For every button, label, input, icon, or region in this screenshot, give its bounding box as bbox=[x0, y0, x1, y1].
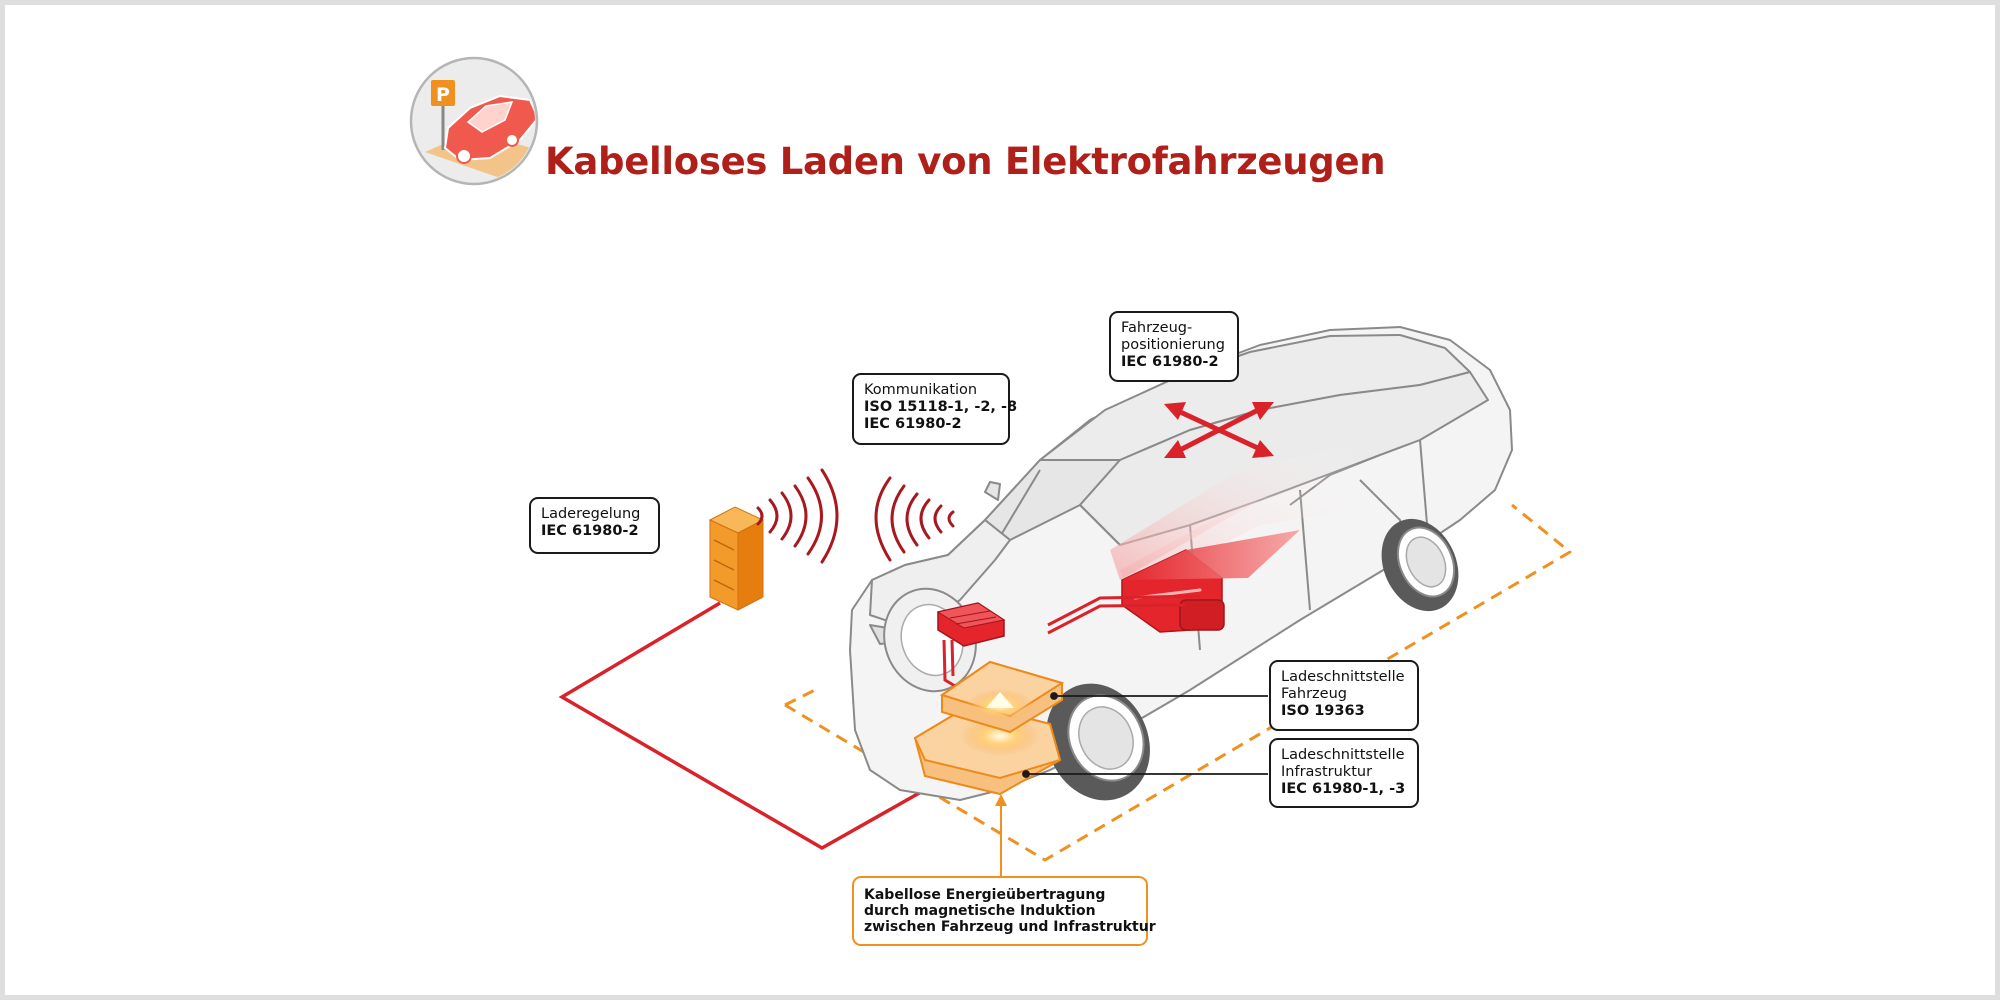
positioning-arrows-icon bbox=[1164, 402, 1274, 458]
label-positionierung-line-2: positionierung bbox=[1121, 337, 1225, 353]
label-energieuebertragung-bold-3: zwischen Fahrzeug und Infrastruktur bbox=[864, 919, 1156, 935]
label-schnittstelle-infrastruktur: Ladeschnittstelle Infrastruktur IEC 6198… bbox=[1269, 738, 1419, 808]
vehicle-charging-pad bbox=[939, 660, 1065, 734]
charging-cabinet-icon bbox=[708, 506, 765, 611]
battery-pack bbox=[1110, 445, 1380, 633]
label-kommunikation: Kommunikation ISO 15118-1, -2, -8 IEC 61… bbox=[852, 373, 1018, 445]
svg-text:P: P bbox=[436, 84, 450, 106]
label-schnittstelle-infrastruktur-bold-1: IEC 61980-1, -3 bbox=[1281, 781, 1406, 797]
label-schnittstelle-infrastruktur-line-2: Infrastruktur bbox=[1281, 764, 1373, 780]
label-schnittstelle-fahrzeug-line-2: Fahrzeug bbox=[1281, 686, 1347, 702]
label-positionierung-bold-1: IEC 61980-2 bbox=[1121, 354, 1219, 370]
label-kommunikation-bold-1: ISO 15118-1, -2, -8 bbox=[864, 399, 1018, 415]
label-laderegelung-bold-1: IEC 61980-2 bbox=[541, 523, 639, 539]
label-kommunikation-bold-2: IEC 61980-2 bbox=[864, 416, 962, 432]
onboard-charger bbox=[936, 594, 1201, 688]
header-car-icon: P bbox=[409, 56, 539, 186]
leader-lines bbox=[1022, 692, 1268, 778]
signal-waves-icon bbox=[756, 468, 955, 564]
power-cable bbox=[558, 601, 961, 851]
label-schnittstelle-fahrzeug-bold-1: ISO 19363 bbox=[1281, 703, 1365, 719]
label-schnittstelle-fahrzeug: Ladeschnittstelle Fahrzeug ISO 19363 bbox=[1269, 660, 1419, 731]
label-schnittstelle-fahrzeug-line-1: Ladeschnittstelle bbox=[1281, 669, 1405, 685]
label-energieuebertragung-bold-2: durch magnetische Induktion bbox=[864, 903, 1096, 919]
rear-wheel bbox=[1381, 518, 1459, 612]
label-positionierung: Fahrzeug- positionierung IEC 61980-2 bbox=[1109, 311, 1239, 382]
label-laderegelung-line-1: Laderegelung bbox=[541, 506, 641, 522]
induction-leader bbox=[995, 794, 1007, 876]
label-energieuebertragung: Kabellose Energieübertragung durch magne… bbox=[852, 876, 1156, 946]
page-title: Kabelloses Laden von Elektrofahrzeugen bbox=[545, 140, 1386, 183]
label-energieuebertragung-bold-1: Kabellose Energieübertragung bbox=[864, 887, 1106, 903]
front-wheel bbox=[1046, 683, 1150, 801]
label-laderegelung: Laderegelung IEC 61980-2 bbox=[529, 497, 660, 554]
label-kommunikation-line-1: Kommunikation bbox=[864, 382, 978, 398]
label-positionierung-line-1: Fahrzeug- bbox=[1121, 320, 1193, 336]
label-schnittstelle-infrastruktur-line-1: Ladeschnittstelle bbox=[1281, 747, 1405, 763]
